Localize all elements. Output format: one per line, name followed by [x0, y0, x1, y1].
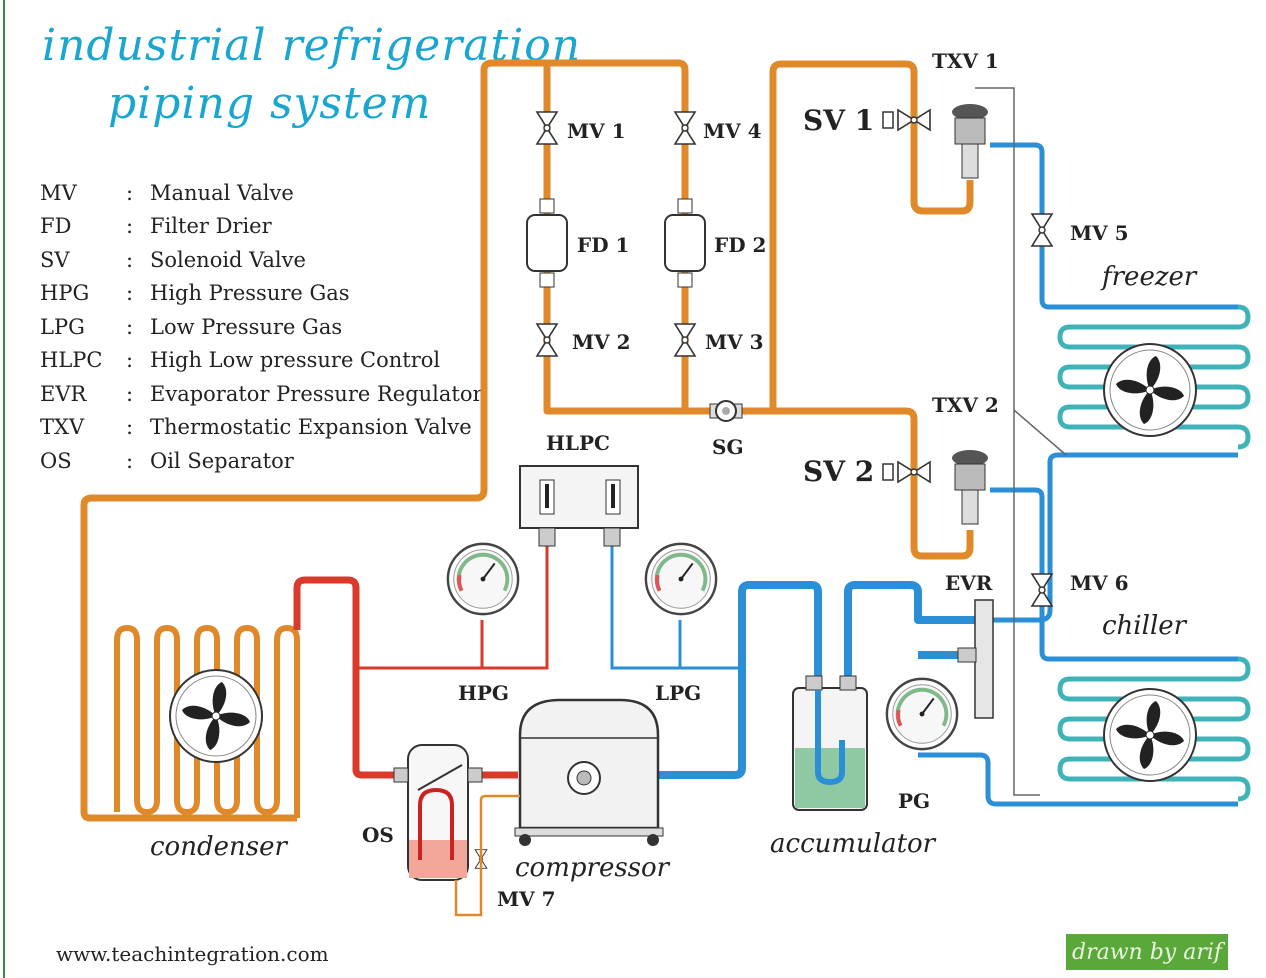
condenser-coil: [114, 624, 300, 818]
txv2-icon: [952, 450, 988, 525]
condenser-label: condenser: [150, 832, 288, 862]
legend-row: FD: Filter Drier: [40, 210, 483, 244]
legend-sep: :: [126, 448, 134, 473]
hpg-label: HPG: [458, 681, 509, 705]
legend-desc: Filter Drier: [150, 214, 272, 239]
sight-glass-icon: [709, 400, 743, 422]
legend-row: OS: Oil Separator: [40, 444, 483, 478]
mv2-label: MV 2: [572, 330, 631, 354]
legend-abbr: OS: [40, 448, 72, 473]
sv1-label: SV 1: [803, 104, 874, 137]
freezer-coil: [1057, 304, 1251, 450]
mv5-label: MV 5: [1070, 221, 1129, 245]
legend-abbr: HLPC: [40, 348, 103, 373]
legend-row: MV: Manual Valve: [40, 176, 483, 210]
oil-separator-icon: [393, 744, 483, 881]
legend-sep: :: [126, 348, 134, 373]
chiller-fan-icon: [1103, 688, 1197, 782]
mv4-valve-icon: [674, 111, 696, 145]
hpg-line: [356, 545, 549, 670]
legend-desc: High Pressure Gas: [150, 281, 350, 306]
legend-row: TXV: Thermostatic Expansion Valve: [40, 411, 483, 445]
credit-badge: drawn by arif: [1066, 934, 1228, 970]
freezer-label: freezer: [1100, 262, 1198, 292]
fd2-label: FD 2: [714, 233, 766, 257]
fd2-filter-icon: [664, 198, 706, 288]
legend-abbr: LPG: [40, 314, 85, 339]
legend-desc: High Low pressure Control: [150, 348, 441, 373]
fd1-label: FD 1: [577, 233, 629, 257]
hlpc-label: HLPC: [546, 431, 610, 455]
legend-row: SV: Solenoid Valve: [40, 243, 483, 277]
mv6-label: MV 6: [1070, 571, 1129, 595]
lpg-gauge-icon: [643, 541, 719, 617]
legend-sep: :: [126, 180, 134, 205]
txv1-icon: [952, 104, 988, 179]
legend-desc: Thermostatic Expansion Valve: [150, 415, 472, 440]
legend-abbr: FD: [40, 214, 72, 239]
website-url: www.teachintegration.com: [56, 942, 329, 966]
fd1-filter-icon: [526, 198, 568, 288]
legend: MV: Manual Valve FD: Filter Drier SV: Solen…: [40, 176, 483, 478]
os-label: OS: [362, 823, 394, 847]
legend-row: LPG: Low Pressure Gas: [40, 310, 483, 344]
lpg-line: [610, 545, 742, 670]
legend-desc: Solenoid Valve: [150, 247, 306, 272]
legend-abbr: EVR: [40, 381, 87, 406]
legend-row: HLPC: High Low pressure Control: [40, 344, 483, 378]
legend-sep: :: [126, 281, 134, 306]
lpg-label: LPG: [655, 681, 701, 705]
evr-label: EVR: [945, 571, 993, 595]
mv7-label: MV 7: [497, 887, 556, 911]
legend-abbr: SV: [40, 247, 70, 272]
legend-sep: :: [126, 214, 134, 239]
diagram-title-line2: piping system: [108, 78, 432, 129]
txv1-label: TXV 1: [932, 49, 999, 73]
sensing-line: [975, 87, 1067, 796]
oil-return-line: [454, 794, 520, 917]
freezer-fan-icon: [1103, 343, 1197, 437]
compressor-icon: [514, 698, 664, 846]
txv2-label: TXV 2: [932, 393, 999, 417]
liquid-line: [80, 59, 974, 822]
mv4-label: MV 4: [703, 119, 762, 143]
chiller-coil: [1057, 656, 1251, 802]
pg-label: PG: [898, 789, 930, 813]
sv2-label: SV 2: [803, 455, 874, 488]
legend-sep: :: [126, 314, 134, 339]
legend-abbr: TXV: [40, 415, 85, 440]
legend-sep: :: [126, 381, 134, 406]
legend-abbr: HPG: [40, 281, 90, 306]
legend-sep: :: [126, 415, 134, 440]
mv1-valve-icon: [536, 111, 558, 145]
accumulator-icon: [792, 675, 868, 811]
hot-gas-line: [293, 576, 518, 779]
pg-gauge-icon: [884, 676, 960, 752]
mv5-valve-icon: [1031, 213, 1053, 247]
legend-desc: Manual Valve: [150, 180, 294, 205]
mv1-label: MV 1: [567, 119, 626, 143]
legend-row: HPG: High Pressure Gas: [40, 277, 483, 311]
legend-desc: Evaporator Pressure Regulator: [150, 381, 483, 406]
sv2-coil-icon: [882, 463, 894, 481]
mv3-label: MV 3: [705, 330, 764, 354]
chiller-label: chiller: [1102, 611, 1188, 641]
mv2-valve-icon: [536, 323, 558, 357]
legend-sep: :: [126, 247, 134, 272]
legend-desc: Oil Separator: [150, 448, 294, 473]
hpg-gauge-icon: [445, 541, 521, 617]
condenser-fan-icon: [169, 669, 263, 763]
compressor-label: compressor: [515, 853, 671, 883]
mv3-valve-icon: [674, 323, 696, 357]
sv1-coil-icon: [882, 111, 894, 129]
legend-row: EVR: Evaporator Pressure Regulator: [40, 377, 483, 411]
accumulator-label: accumulator: [770, 829, 937, 859]
hlpc-icon: [519, 465, 639, 547]
legend-desc: Low Pressure Gas: [150, 314, 343, 339]
evr-icon: [957, 599, 994, 719]
sg-label: SG: [712, 435, 744, 459]
legend-abbr: MV: [40, 180, 77, 205]
